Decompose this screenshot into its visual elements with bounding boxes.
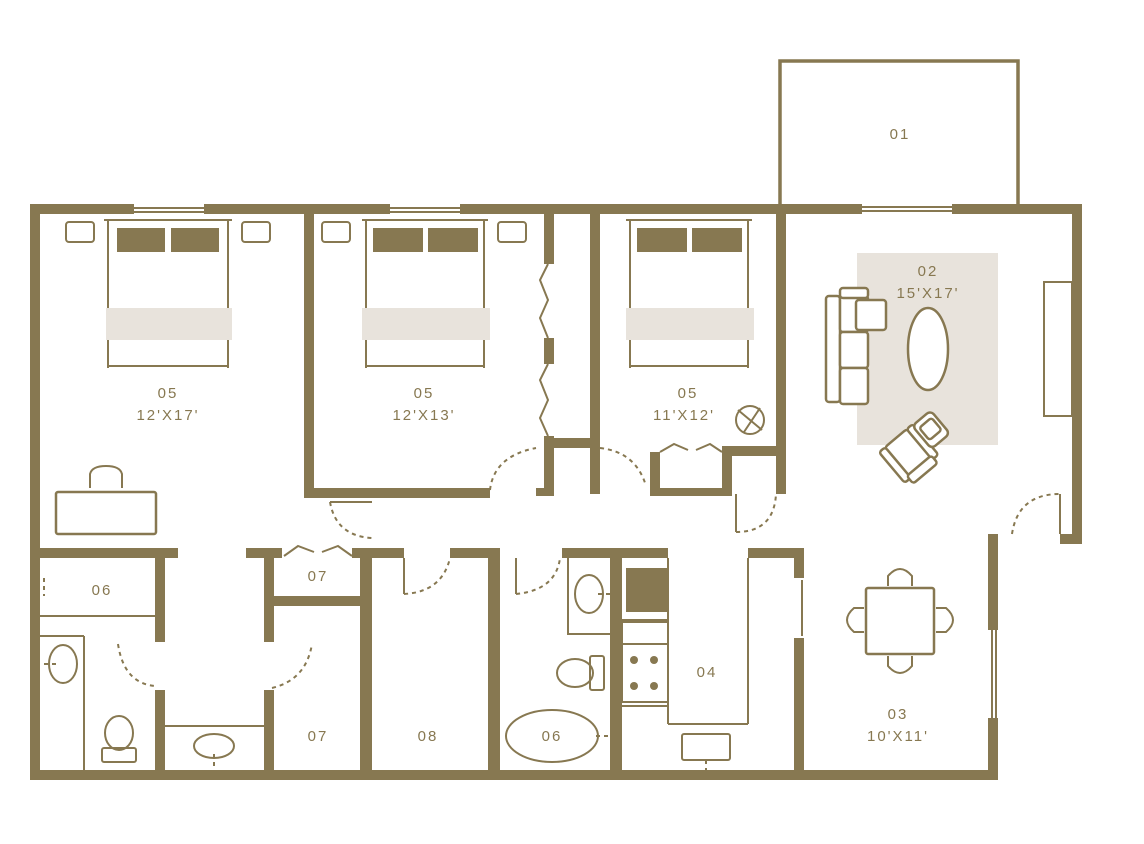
fireplace bbox=[1043, 281, 1073, 417]
label-bedroom-2-size: 12'X13' bbox=[392, 407, 455, 424]
dining-table bbox=[846, 568, 954, 674]
bedroom-1-desk bbox=[54, 464, 158, 536]
kitchen bbox=[621, 558, 749, 770]
bedroom-2-bed bbox=[321, 219, 527, 368]
kitchen-sink bbox=[681, 733, 731, 761]
interior-walls bbox=[30, 204, 804, 780]
bedroom-3-chair bbox=[735, 405, 765, 435]
label-dining-number: 03 bbox=[888, 706, 909, 723]
bedroom-3-bed bbox=[626, 219, 754, 368]
living-room-sofa bbox=[824, 286, 888, 406]
refrigerator bbox=[626, 568, 668, 612]
label-living-number: 02 bbox=[918, 263, 939, 280]
coffee-table bbox=[906, 306, 950, 392]
bedroom-1-bed bbox=[65, 219, 271, 368]
label-bedroom-1-number: 05 bbox=[158, 385, 179, 402]
stove bbox=[621, 643, 669, 703]
label-dining-size: 10'X11' bbox=[867, 728, 929, 745]
label-bedroom-1-size: 12'X17' bbox=[136, 407, 199, 424]
label-closet-1-number: 07 bbox=[308, 568, 329, 585]
bath-1-lines bbox=[40, 580, 803, 770]
bath-2-toilet bbox=[556, 658, 594, 688]
label-bedroom-3-size: 11'X12' bbox=[653, 407, 715, 424]
living-room-armchair-2 bbox=[913, 411, 950, 449]
balcony bbox=[778, 59, 1020, 207]
room-labels: 01 02 15'X17' 05 12'X17' 05 12'X13' 05 1… bbox=[92, 126, 959, 745]
label-bath-1-number: 06 bbox=[92, 582, 113, 599]
label-balcony-number: 01 bbox=[890, 126, 911, 143]
label-kitchen-number: 04 bbox=[697, 664, 718, 681]
label-bedroom-2-number: 05 bbox=[414, 385, 435, 402]
living-room-armchairs bbox=[878, 423, 939, 484]
label-living-size: 15'X17' bbox=[896, 285, 959, 302]
doors bbox=[117, 263, 1061, 689]
windows bbox=[134, 206, 997, 718]
label-bedroom-3-number: 05 bbox=[678, 385, 699, 402]
bath-2-fixtures bbox=[505, 558, 610, 763]
label-closet-2-number: 07 bbox=[308, 728, 329, 745]
bath-1-toilet-tank bbox=[101, 747, 137, 763]
label-laundry-number: 08 bbox=[418, 728, 439, 745]
bath-1-toilet bbox=[104, 715, 134, 751]
bath-1-sink bbox=[48, 644, 78, 684]
label-bath-2-number: 06 bbox=[542, 728, 563, 745]
bath-2-toilet-tank bbox=[589, 655, 605, 691]
bath-1-fixtures bbox=[43, 578, 235, 770]
bath-2-sink bbox=[574, 574, 604, 614]
